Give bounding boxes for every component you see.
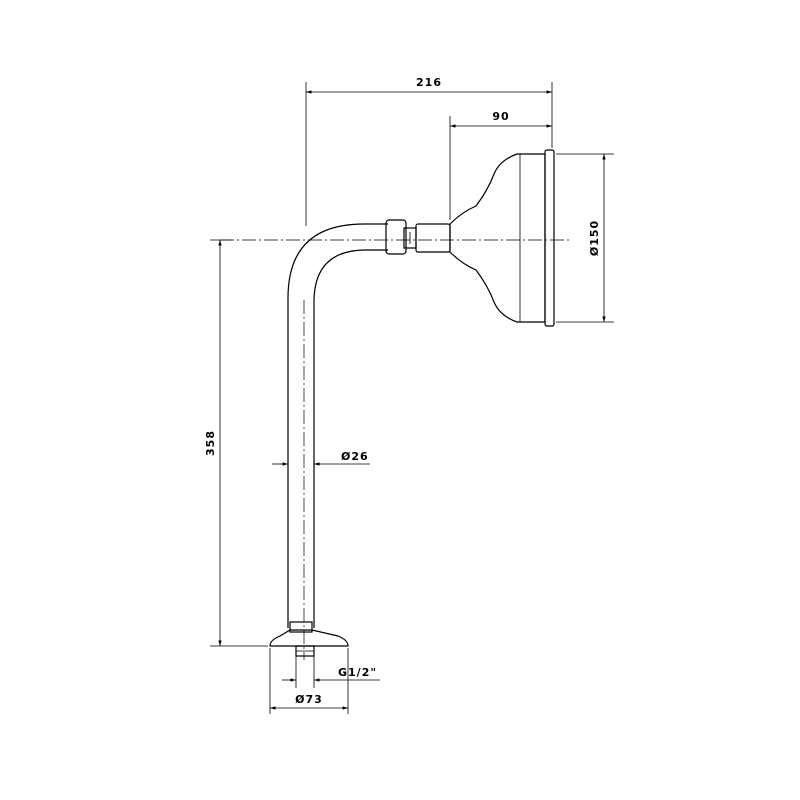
dimension-head-diameter: Ø150 <box>556 153 614 323</box>
dimension-label-216: 216 <box>416 76 442 89</box>
dimension-label-pipe-diameter: Ø26 <box>341 450 369 463</box>
dimension-overall-width: 216 <box>305 76 553 226</box>
dimension-label-flange-diameter: Ø73 <box>295 693 323 706</box>
pipe-connector <box>385 219 451 255</box>
dimension-thread: G1/2" <box>282 656 380 688</box>
wall-flange <box>269 621 349 657</box>
centerlines <box>220 239 572 660</box>
dimension-flange-diameter: Ø73 <box>269 648 349 714</box>
shower-head <box>449 149 555 327</box>
dimension-label-90: 90 <box>492 110 509 123</box>
dimension-height: 358 <box>204 239 268 647</box>
dimension-head-depth: 90 <box>449 110 552 220</box>
dimension-label-thread: G1/2" <box>338 666 377 679</box>
dimension-label-head-diameter: Ø150 <box>588 220 601 256</box>
dimension-label-358: 358 <box>204 430 217 456</box>
dimension-pipe-diameter: Ø26 <box>272 450 370 466</box>
shower-arm-pipe <box>287 223 388 628</box>
